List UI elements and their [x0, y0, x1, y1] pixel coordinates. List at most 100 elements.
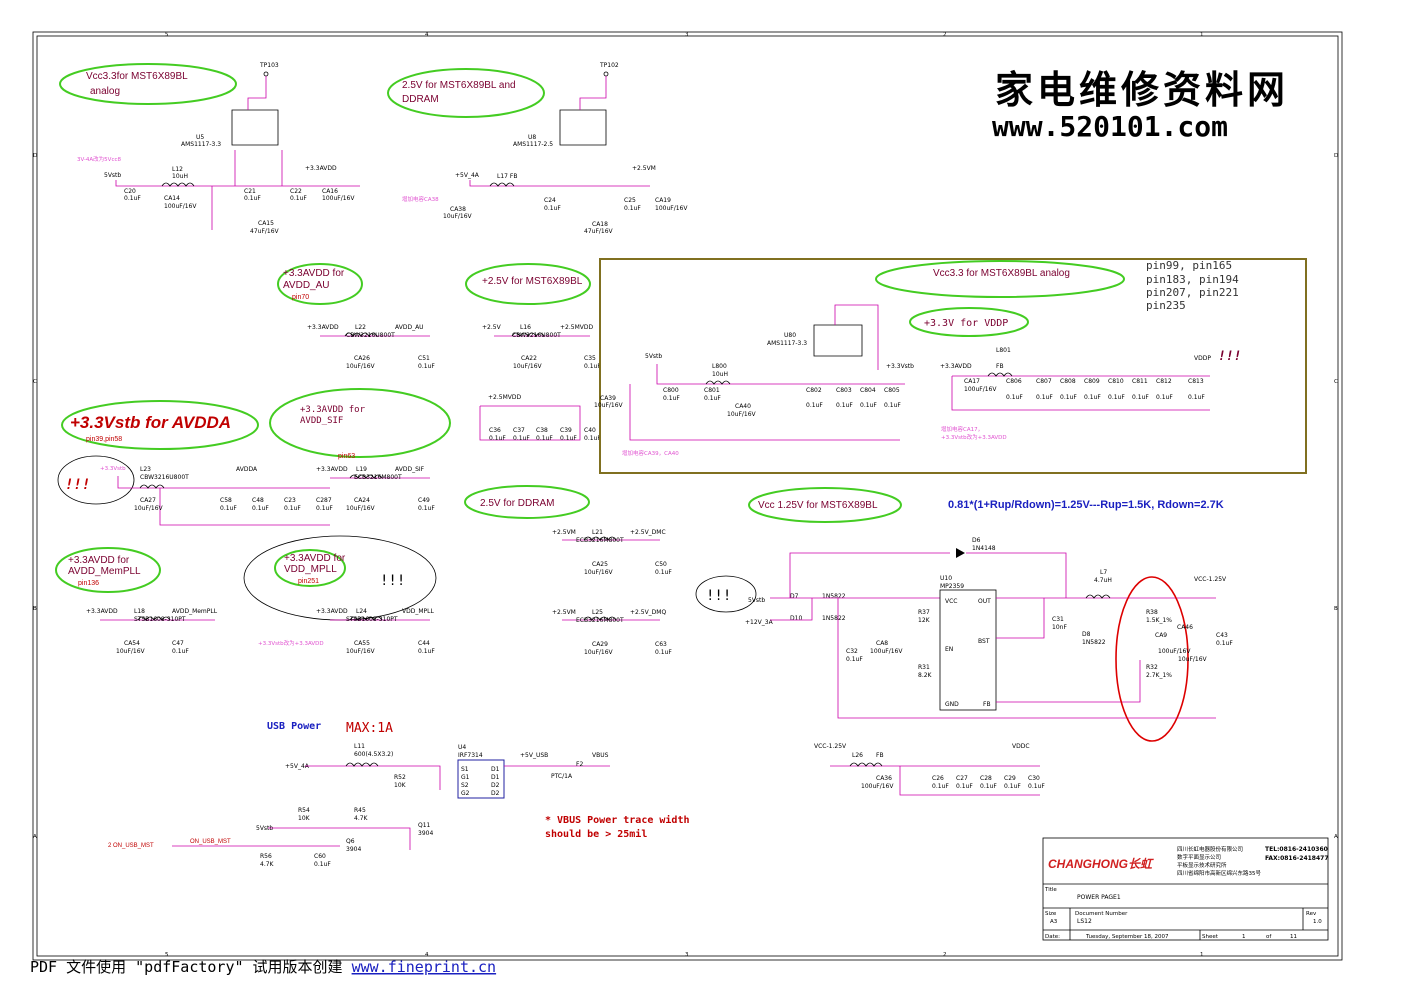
- net-on-usb: ON_USB_MST: [190, 839, 231, 845]
- c44-value: 0.1uF: [418, 648, 435, 655]
- net-vddc: VDDC: [1012, 743, 1030, 750]
- c43-value: 0.1uF: [1216, 640, 1233, 647]
- c36-value: 0.1uF: [489, 435, 506, 442]
- ca36-value: 100uF/16V: [861, 783, 894, 790]
- c804-label: C804: [860, 387, 876, 394]
- d6-part: 1N4148: [972, 545, 996, 552]
- u80-refdes: U80: [784, 332, 796, 339]
- border-row-c: C: [33, 379, 37, 385]
- c51-label: C51: [418, 355, 430, 362]
- ca38-value: 10uF/16V: [443, 213, 473, 220]
- note-oval-vcc33-analog: [875, 260, 1125, 298]
- net-vdd-mpll: VDD_MPLL: [402, 608, 434, 615]
- c39-value: 0.1uF: [560, 435, 577, 442]
- net-33avdd-sif: +3.3AVDD: [316, 466, 348, 473]
- c29-label: C29: [1004, 775, 1016, 782]
- ca39-label: CA39: [600, 395, 616, 402]
- r37-label: R37: [918, 609, 930, 616]
- l23-label: L23: [140, 466, 151, 473]
- c32-label: C32: [846, 648, 858, 655]
- net-avdd-sif: AVDD_SIF: [395, 466, 425, 473]
- tp102-label: TP102: [599, 62, 619, 69]
- l7-value: 4.7uH: [1094, 577, 1112, 584]
- net-5v4a-usb: +5V_4A: [285, 763, 310, 770]
- border-row-d: D: [33, 153, 37, 159]
- net-25vdmq: +2.5V_DMQ: [630, 609, 666, 616]
- c287-label: C287: [316, 497, 332, 504]
- c48-value: 0.1uF: [252, 505, 269, 512]
- ca24-label: CA24: [354, 497, 370, 504]
- ca14-value: 100uF/16V: [164, 203, 197, 210]
- u8-body: [559, 109, 607, 146]
- r37-value: 12K: [918, 617, 931, 624]
- u80-part: AMS1117-3.3: [767, 340, 807, 347]
- ca46-value: 10uF/16V: [1178, 656, 1208, 663]
- u5-body: [231, 109, 279, 146]
- note-vcc33-analog: Vcc3.3 for MST6X89BL analog: [933, 268, 1070, 279]
- d7-part: 1N5822: [822, 593, 846, 600]
- pink-note-6: +3.3Vstb改为+3.3AVDD: [258, 639, 324, 647]
- u10-pin-vcc: VCC: [945, 598, 957, 605]
- u4-part: IRF7314: [458, 752, 483, 759]
- c813-value: 0.1uF: [1188, 394, 1205, 401]
- c30-label: C30: [1028, 775, 1040, 782]
- l21-label: L21: [592, 529, 603, 536]
- c809-label: C809: [1084, 378, 1100, 385]
- note-mempll-pin: pin136: [78, 580, 99, 587]
- l18-part: STSB1608-310PT: [134, 616, 186, 623]
- ca9-value: 100uF/16V: [1158, 648, 1191, 655]
- l12-inductor: [161, 182, 195, 187]
- ddram-block: 2.5V for DDRAM +2.5VM L21 ECB3216M800T +…: [464, 485, 672, 656]
- c804-value: 0.1uF: [860, 402, 877, 409]
- c806-value: 0.1uF: [1006, 394, 1023, 401]
- pins-line-1: pin99, pin165: [1146, 259, 1232, 272]
- sheet-border: [36, 35, 1339, 957]
- bang-oval-vcc125: [695, 575, 757, 613]
- c47-value: 0.1uF: [172, 648, 189, 655]
- title-block: CHANGHONG长虹 四川长虹电器股份有限公司 数字平面显示公司 平板显示技术…: [1042, 837, 1329, 941]
- border-col-5: 5: [165, 32, 169, 38]
- ca19-value: 100uF/16V: [655, 205, 688, 212]
- u10-pin-en: EN: [945, 646, 953, 653]
- ca46-label: CA46: [1177, 624, 1193, 631]
- vcc125-block: Vcc 1.25V for MST6X89BL 0.81*(1+Rup/Rdow…: [695, 487, 1233, 742]
- ca15-value: 47uF/16V: [250, 228, 280, 235]
- net-5vstb-u80: 5Vstb: [645, 353, 662, 360]
- net-5vstb-usb: 5Vstb: [256, 825, 273, 832]
- pdf-footer-link[interactable]: www.fineprint.cn: [352, 958, 497, 976]
- c802-value: 0.1uF: [806, 402, 823, 409]
- pink-note-5: +3.3Vstb改为+3.3AVDD: [941, 433, 1007, 441]
- c807-label: C807: [1036, 378, 1052, 385]
- tb-title-label: Title: [1044, 887, 1057, 893]
- avdda-block: +3.3Vstb for AVDDA pin39,pin58 !!! +3.3V…: [57, 400, 333, 526]
- tb-title: POWER PAGE1: [1077, 894, 1121, 901]
- ca24-value: 10uF/16V: [346, 505, 376, 512]
- u80-section-box: [599, 258, 1307, 474]
- pins-line-2: pin183, pin194: [1146, 273, 1239, 286]
- q6-label: Q6: [346, 838, 355, 845]
- r54-value: 10K: [298, 815, 311, 822]
- tb-docnum-label: Document Number: [1075, 911, 1128, 917]
- title-block-frame: [1042, 837, 1329, 941]
- pink-note-3: 增加电容CA39，CA40: [622, 449, 679, 457]
- changhong-logo-text: CHANGHONG长虹: [1048, 857, 1154, 871]
- c37-value: 0.1uF: [513, 435, 530, 442]
- bang-avdda: !!!: [65, 477, 90, 493]
- note-oval-avdd-au: [277, 263, 363, 305]
- d10-part: 1N5822: [822, 615, 846, 622]
- c51-value: 0.1uF: [418, 363, 435, 370]
- r38-value: 1.5K_1%: [1146, 617, 1172, 624]
- c22-label: C22: [290, 188, 302, 195]
- c800-value: 0.1uF: [663, 395, 680, 402]
- c810-label: C810: [1108, 378, 1124, 385]
- ca36-label: CA36: [876, 775, 892, 782]
- border-col-4: 4: [425, 32, 429, 38]
- border-row-a-right: A: [1334, 834, 1338, 840]
- border-row-a: A: [33, 834, 37, 840]
- changhong-logo: [1046, 852, 1172, 872]
- avdd-au-block: +3.3AVDD for AVDD_AU pin70 +3.3AVDD L22 …: [277, 263, 435, 370]
- c23-label: C23: [284, 497, 296, 504]
- d7-label: D7: [790, 593, 799, 600]
- ca14-label: CA14: [164, 195, 180, 202]
